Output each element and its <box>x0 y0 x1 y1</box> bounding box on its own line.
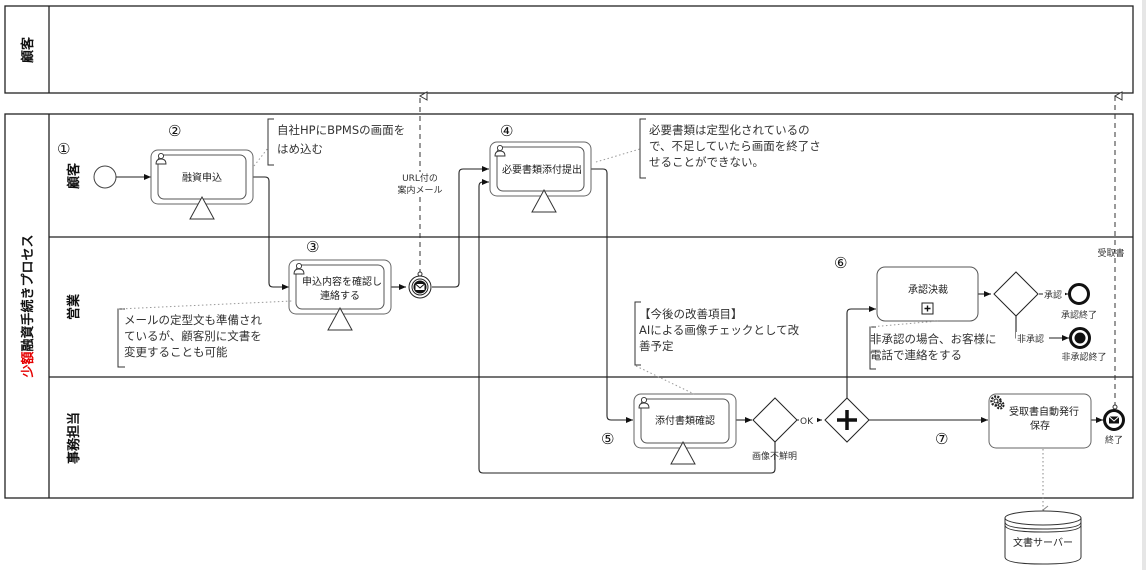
multi-instance-triangle-icon <box>670 440 696 465</box>
flow-parallel-to-approval <box>846 306 876 398</box>
message-label-url-line1: URL付の <box>402 173 438 184</box>
user-icon <box>638 396 650 409</box>
annotation-line: 必要書類は定型化されているの <box>649 123 810 137</box>
annotation-line: 善予定 <box>639 339 674 353</box>
end-event-approved[interactable] <box>1068 283 1090 305</box>
annotation-line: 自社HPにBPMSの画面を <box>277 123 405 137</box>
step-number-4: ④ <box>500 122 513 140</box>
step-number-5: ⑤ <box>601 430 614 448</box>
exclusive-gateway-approval[interactable] <box>993 271 1039 317</box>
parallel-gateway[interactable] <box>824 397 870 443</box>
vertical-scrollbar[interactable] <box>1142 0 1146 570</box>
flow-label-approve: 承認 <box>1044 289 1062 301</box>
user-icon <box>293 262 305 275</box>
lane-label-sales: 営業 <box>66 293 82 320</box>
customer-pool-label: 顧客 <box>20 36 36 63</box>
task-submit-documents[interactable]: 必要書類添付提出 <box>489 141 592 213</box>
task-label: 必要書類添付提出 <box>502 163 582 176</box>
annotation-line: ているが、顧客別に文書を <box>124 329 262 343</box>
service-task-receipt[interactable]: 受取書自動発行 保存 <box>988 393 1092 449</box>
flow-gateway-image-unclear <box>478 179 776 474</box>
step-number-2: ② <box>168 122 181 140</box>
step-number-7: ⑦ <box>935 430 948 448</box>
annotation-future-improvement: 【今後の改善項目】 AIによる画像チェックとして改 善予定 <box>634 301 800 395</box>
multi-instance-triangle-icon <box>189 195 215 220</box>
task-label: 融資申込 <box>182 171 222 184</box>
gear-icon <box>990 395 1005 410</box>
end-event-approved-label: 承認終了 <box>1061 309 1097 321</box>
process-pool-label: 少額融資手続きプロセス <box>20 234 36 378</box>
annotation-line: メールの定型文も準備され <box>124 313 262 327</box>
flow-submit-to-check <box>591 168 633 423</box>
step-number-3: ③ <box>306 238 319 256</box>
annotation-mail-template: メールの定型文も準備され ているが、顧客別に文書を 変更することも可能 <box>117 300 293 368</box>
task-confirm-contact[interactable]: 申込内容を確認し 連絡する <box>288 259 392 331</box>
plus-icon <box>837 410 857 430</box>
task-label-line1: 申込内容を確認し <box>302 275 382 288</box>
start-event[interactable] <box>93 165 117 189</box>
annotation-line: AIによる画像チェックとして改 <box>639 323 800 337</box>
user-icon <box>494 144 506 157</box>
annotation-line: 非承認の場合、お客様に <box>870 332 997 346</box>
end-message-event[interactable] <box>1103 409 1125 431</box>
task-check-attachments[interactable]: 添付書類確認 <box>633 393 737 465</box>
flow-label-image-unclear: 画像不鮮明 <box>752 450 797 462</box>
task-label-line1: 受取書自動発行 <box>1009 405 1079 418</box>
flow-mail-to-submit <box>432 166 489 288</box>
multi-instance-triangle-icon <box>327 306 353 331</box>
message-label-url-line2: 案内メール <box>397 184 442 196</box>
annotation-line: で、不足していたら画面を終了さ <box>649 139 821 153</box>
expand-plus-icon[interactable] <box>921 302 934 315</box>
annotation-embed-bpms: 自社HPにBPMSの画面を はめ込む <box>253 118 405 167</box>
task-label-line2: 連絡する <box>320 289 360 302</box>
data-store-label: 文書サーバー <box>1013 536 1073 549</box>
multi-instance-triangle-icon <box>531 188 557 213</box>
envelope-icon <box>1108 416 1120 424</box>
end-message-label: 終了 <box>1105 434 1123 446</box>
step-number-1: ① <box>57 140 70 158</box>
subprocess-approval[interactable]: 承認決裁 <box>876 266 979 322</box>
annotation-line: はめ込む <box>277 142 323 156</box>
message-flows <box>418 91 1123 407</box>
envelope-icon <box>415 283 425 290</box>
user-icon <box>155 152 167 165</box>
flow-label-ok: OK <box>800 417 814 427</box>
customer-pool: 顧客 <box>4 5 1134 94</box>
annotation-required-docs: 必要書類は定型化されているの で、不足していたら画面を終了さ せることができない… <box>595 118 821 179</box>
annotation-line: 電話で連絡をする <box>870 348 962 362</box>
lane-label-customer: 顧客 <box>66 162 82 189</box>
step-number-6: ⑥ <box>834 254 847 272</box>
task-label-line2: 保存 <box>1030 419 1050 432</box>
task-loan-application[interactable]: 融資申込 <box>150 149 254 220</box>
exclusive-gateway-doc-check[interactable] <box>752 397 798 443</box>
intermediate-message-event[interactable] <box>408 275 432 299</box>
annotation-line: 【今後の改善項目】 <box>639 307 743 321</box>
data-store-document-server[interactable]: 文書サーバー <box>1004 510 1082 565</box>
end-event-rejected-label: 非承認終了 <box>1061 351 1106 363</box>
lane-label-office: 事務担当 <box>66 412 82 464</box>
flow-application-to-confirm <box>253 176 289 290</box>
flow-label-reject: 非承認 <box>1017 333 1044 345</box>
task-label: 添付書類確認 <box>655 414 715 427</box>
pool-label-highlight: 少額 <box>20 352 36 379</box>
pool-label-rest: 融資手続きプロセス <box>20 234 36 351</box>
message-label-receipt: 受取書 <box>1097 247 1124 259</box>
task-label: 承認決裁 <box>908 283 948 296</box>
annotation-reject-call: 非承認の場合、お客様に 電話で連絡をする <box>869 320 997 370</box>
annotation-line: 変更することも可能 <box>124 345 228 359</box>
annotation-line: せることができない。 <box>649 155 764 169</box>
terminate-end-event-rejected[interactable] <box>1069 327 1091 349</box>
